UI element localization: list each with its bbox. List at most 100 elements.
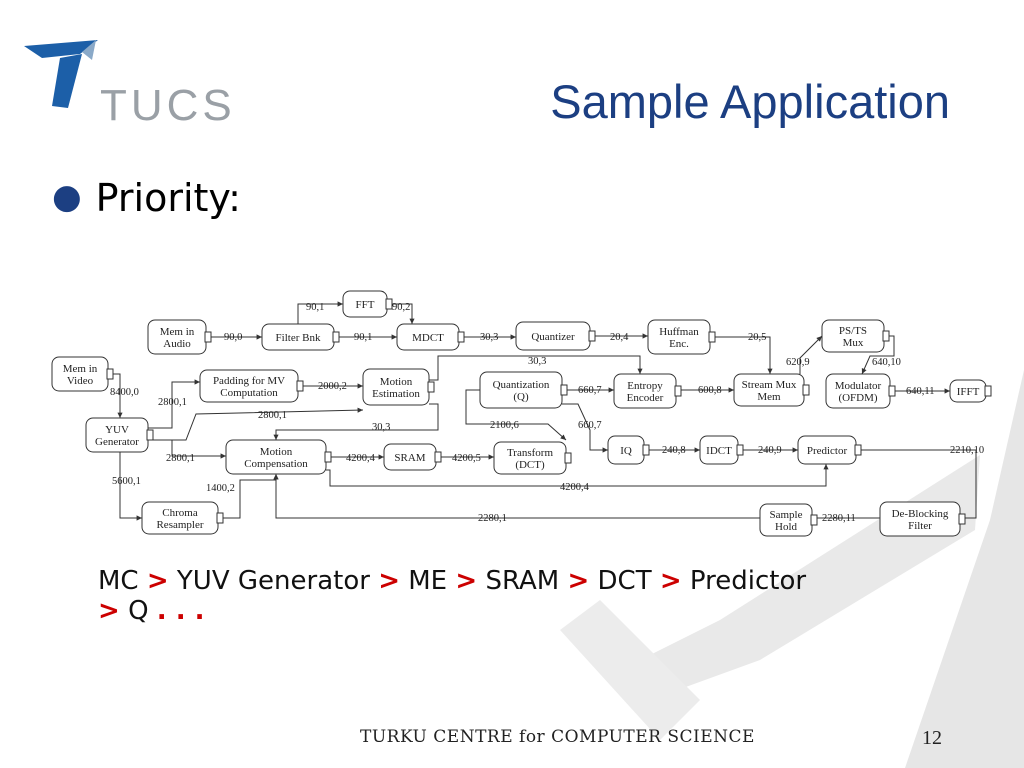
node-port-chroma: [216, 512, 224, 524]
edge-arrow-4: [510, 334, 516, 340]
edge-label-19: 660,7: [578, 420, 602, 431]
priority-item-predictor: Predictor: [689, 566, 807, 596]
node-label-mem-video: Video: [67, 375, 94, 387]
edge-label-11: 2800,1: [158, 397, 187, 408]
edge-arrow-12: [357, 383, 363, 389]
node-label-huffman: Enc.: [669, 338, 689, 350]
edge-arrow-6: [767, 368, 773, 374]
edge-arrow-3: [391, 334, 397, 340]
edge-arrow-21: [378, 454, 384, 460]
node-port-ifft: [984, 385, 992, 397]
edge-arrow-0: [256, 334, 262, 340]
node-port-quantization: [560, 384, 568, 396]
node-port-sample-hold: [810, 514, 818, 526]
node-label-quantization: Quantization: [493, 379, 550, 391]
node-port-predictor: [854, 444, 862, 456]
node-label-mdct: MDCT: [412, 332, 444, 344]
edge-line-19: [562, 403, 608, 451]
edge-label-10: 8400,0: [110, 387, 139, 398]
node-label-entropy: Encoder: [627, 392, 664, 404]
node-label-fft: FFT: [356, 299, 375, 311]
edge-label-26: 5600,1: [112, 476, 141, 487]
logo-text: TUCS: [100, 81, 236, 130]
node-port-motion-comp: [324, 451, 332, 463]
node-port-stream-mux: [802, 384, 810, 396]
node-label-quantizer: Quantizer: [531, 331, 575, 343]
node-port-sram: [434, 451, 442, 463]
priority-separator: >: [146, 566, 169, 596]
node-label-motion-est: Estimation: [372, 388, 420, 400]
node-port-entropy: [674, 385, 682, 397]
edge-label-1: 90,1: [306, 302, 324, 313]
edge-line-18: [465, 389, 567, 441]
page-title: Sample Application: [550, 75, 950, 128]
edge-arrow-14: [608, 387, 614, 393]
edge-arrow-8: [861, 368, 867, 374]
node-label-motion-comp: Compensation: [244, 458, 308, 470]
edge-label-18: 2100,6: [490, 420, 519, 431]
edge-label-2: 90,2: [392, 302, 410, 313]
bullet-dot-icon: ●: [52, 177, 82, 217]
node-label-sram: SRAM: [394, 452, 425, 464]
edge-line-11: [148, 381, 200, 429]
node-label-entropy: Entropy: [627, 380, 663, 392]
page-number: 12: [922, 727, 942, 749]
edge-arrow-24: [792, 447, 798, 453]
edge-line-27: [218, 474, 277, 519]
node-label-chroma: Resampler: [156, 519, 203, 531]
node-label-idct: IDCT: [706, 445, 732, 457]
node-label-padding: Padding for MV: [213, 375, 285, 387]
edge-label-27: 1400,2: [206, 483, 235, 494]
edge-arrow-20: [220, 453, 226, 459]
node-port-mem-video: [106, 368, 114, 380]
priority-separator: >: [659, 566, 682, 596]
node-port-transform: [564, 452, 572, 464]
edge-label-7: 620,9: [786, 357, 810, 368]
edge-line-13: [429, 355, 641, 381]
edge-label-12: 2000,2: [318, 381, 347, 392]
node-label-filter-bnk: Filter Bnk: [276, 332, 321, 344]
edge-arrow-23: [694, 447, 700, 453]
edge-label-22: 4200,5: [452, 453, 481, 464]
edge-label-28: 4200,4: [560, 482, 590, 493]
priority-item-dct: DCT: [597, 566, 652, 596]
node-label-padding: Computation: [220, 387, 278, 399]
node-label-yuv: YUV: [105, 424, 129, 436]
edge-label-23: 240,8: [662, 445, 686, 456]
edge-line-7: [799, 335, 823, 374]
edge-line-28: [326, 464, 827, 487]
node-label-deblock: De-Blocking: [892, 508, 949, 520]
node-label-motion-comp: Motion: [260, 446, 293, 458]
edge-arrow-2: [409, 318, 415, 324]
node-label-sample-hold: Hold: [775, 521, 798, 533]
edge-line-25: [856, 449, 977, 519]
edge-arrow-29: [273, 474, 279, 480]
node-label-mem-audio: Mem in: [160, 326, 195, 338]
edge-arrow-5: [642, 333, 648, 339]
priority-item-q: Q: [128, 596, 149, 626]
edge-label-8: 640,10: [872, 357, 901, 368]
edge-arrow-26: [136, 515, 142, 521]
tucs-logo-icon: TUCS: [24, 40, 236, 130]
edge-label-30: 2280,11: [822, 513, 856, 524]
edge-line-6: [710, 336, 771, 374]
edge-label-13: 30,3: [528, 356, 546, 367]
node-label-stream-mux: Mem: [757, 391, 781, 403]
node-label-predictor: Predictor: [807, 445, 848, 457]
edge-line-8: [861, 335, 895, 375]
edge-label-25: 2210,10: [950, 445, 984, 456]
edge-label-0: 90,0: [224, 332, 242, 343]
node-label-stream-mux: Stream Mux: [742, 379, 797, 391]
edge-label-20: 2800,1: [166, 453, 195, 464]
edge-arrow-17: [273, 434, 279, 440]
edge-arrow-15: [728, 387, 734, 393]
node-label-yuv: Generator: [95, 436, 139, 448]
node-label-mem-video: Mem in: [63, 363, 98, 375]
node-label-huffman: Huffman: [659, 326, 699, 338]
edge-label-14: 660,7: [578, 385, 602, 396]
node-label-psts: PS/TS: [839, 325, 867, 337]
edge-label-16: 2800,1: [258, 410, 287, 421]
node-port-modulator: [888, 385, 896, 397]
